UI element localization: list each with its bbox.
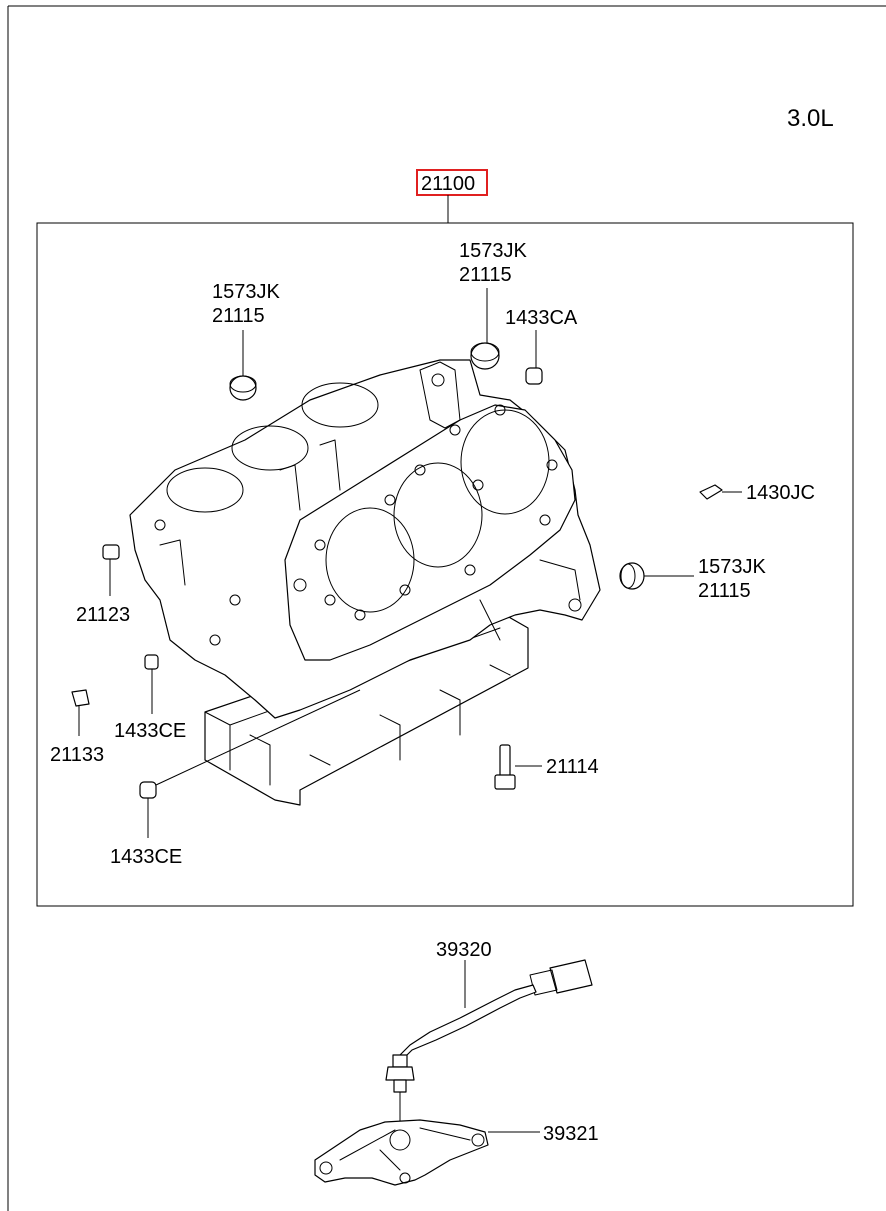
callout-plug-top-right-line1[interactable]: 1573JK (459, 240, 527, 262)
callout-dowel-bottom[interactable]: 1433CE (110, 846, 182, 868)
cup-plug-right[interactable] (619, 562, 694, 590)
plug-small-left[interactable] (71, 689, 90, 736)
assembly-boundary-box (36, 222, 854, 907)
callout-bolt-left[interactable]: 21123 (76, 604, 130, 626)
cup-plug-top-left[interactable] (229, 330, 257, 401)
dowel-bottom[interactable] (139, 689, 361, 838)
bolt-right[interactable] (494, 744, 542, 790)
callout-pin-top[interactable]: 1433CA (505, 307, 578, 329)
dowel-pin-top[interactable] (525, 330, 543, 385)
callout-plug-top-right-line2[interactable]: 21115 (459, 264, 512, 286)
pin-right[interactable] (699, 484, 742, 500)
cylinder-block-drawing (129, 359, 601, 806)
assembly-part-number[interactable]: 21100 (421, 173, 475, 195)
page-frame (7, 5, 886, 1211)
callout-sensor[interactable]: 39320 (436, 939, 492, 961)
sensor-bracket-drawing[interactable] (314, 1119, 540, 1186)
callout-plug-top-left-line2[interactable]: 21115 (212, 305, 265, 327)
cup-plug-top-right[interactable] (470, 288, 500, 370)
knock-sensor-drawing[interactable] (385, 959, 593, 1125)
assembly-callout[interactable]: 21100 (416, 169, 488, 223)
callout-plug-small-left[interactable]: 21133 (50, 744, 104, 766)
callout-pin-right[interactable]: 1430JC (746, 482, 815, 504)
assembly-highlight-box (416, 169, 488, 196)
callout-plug-right-line1[interactable]: 1573JK (698, 556, 766, 578)
dowel-left[interactable] (144, 654, 159, 714)
engine-displacement-label: 3.0L (787, 105, 834, 132)
callout-plug-right-line2[interactable]: 21115 (698, 580, 751, 602)
callout-bolt-right[interactable]: 21114 (546, 756, 599, 778)
bolt-left[interactable] (102, 544, 120, 596)
callout-bracket[interactable]: 39321 (543, 1123, 599, 1145)
callout-dowel-left[interactable]: 1433CE (114, 720, 186, 742)
callout-plug-top-left-line1[interactable]: 1573JK (212, 281, 280, 303)
